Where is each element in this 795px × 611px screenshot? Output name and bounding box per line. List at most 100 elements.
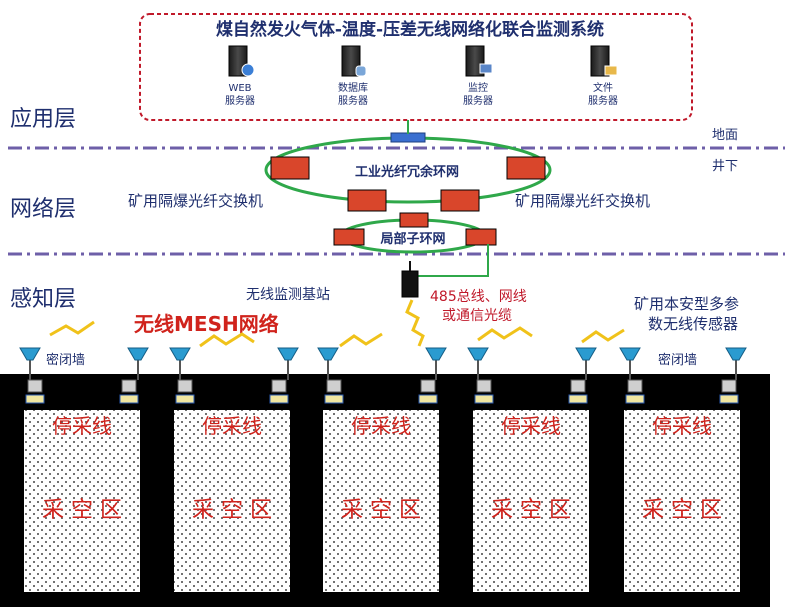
server-file-role: 服务器 bbox=[588, 94, 618, 107]
bus-label-line1: 485总线、网线 bbox=[430, 289, 527, 305]
switch-label-left: 矿用隔爆光纤交换机 bbox=[128, 192, 263, 210]
mesh-links bbox=[49, 320, 625, 348]
server-file: 文件 服务器 bbox=[588, 45, 618, 107]
seal-base-icon bbox=[418, 394, 438, 404]
server-web-role: 服务器 bbox=[225, 94, 255, 107]
switch-ring-left bbox=[270, 156, 310, 180]
layer-network: 网络层 bbox=[10, 197, 76, 222]
switch-mid-right bbox=[440, 189, 480, 212]
application-frame bbox=[139, 13, 693, 121]
wireless-sensor bbox=[317, 347, 339, 380]
local-ring-label: 局部子环网 bbox=[380, 231, 445, 247]
seal-base-icon bbox=[324, 394, 344, 404]
bus-label-line2: 或通信光缆 bbox=[442, 308, 512, 324]
layer-perception: 感知层 bbox=[10, 287, 76, 312]
goaf-label: 采 空 区 bbox=[642, 498, 722, 523]
goaf-label: 采 空 区 bbox=[192, 498, 272, 523]
stop-line-label: 停采线 bbox=[501, 414, 561, 438]
wireless-sensor bbox=[277, 347, 299, 380]
layer-application: 应用层 bbox=[10, 107, 76, 132]
sensor-icon bbox=[277, 347, 299, 361]
seal-wall-icon bbox=[271, 379, 287, 393]
seal-base-icon bbox=[269, 394, 289, 404]
seal-label-right: 密闭墙 bbox=[658, 352, 697, 368]
seal-wall-icon bbox=[121, 379, 137, 393]
wireless-sensor bbox=[725, 347, 747, 380]
database-cylinder-icon bbox=[355, 65, 367, 77]
goaf-area bbox=[473, 410, 589, 592]
ring-label: 工业光纤冗余环网 bbox=[355, 164, 459, 180]
switch-local-left bbox=[333, 228, 365, 246]
switch-local-top bbox=[399, 212, 429, 228]
station-label: 无线监测基站 bbox=[246, 286, 330, 303]
seal-wall-icon bbox=[721, 379, 737, 393]
mesh-link bbox=[477, 326, 533, 342]
stop-line-label: 停采线 bbox=[652, 414, 712, 438]
surface-label: 地面 bbox=[712, 128, 738, 143]
seal-wall-icon bbox=[627, 379, 643, 393]
server-monitor: 监控 服务器 bbox=[463, 45, 493, 107]
station-link-line bbox=[418, 244, 489, 277]
wireless-sensor bbox=[467, 347, 489, 380]
stop-line-label: 停采线 bbox=[202, 414, 262, 438]
goaf-area bbox=[323, 410, 439, 592]
core-switch-icon bbox=[390, 132, 426, 143]
sensor-icon bbox=[317, 347, 339, 361]
sensor-label-line1: 矿用本安型多参 bbox=[634, 295, 739, 313]
sensor-icon bbox=[725, 347, 747, 361]
sensor-icon bbox=[575, 347, 597, 361]
seal-wall-icon bbox=[420, 379, 436, 393]
seal-label-left: 密闭墙 bbox=[46, 352, 85, 368]
seal-wall-icon bbox=[177, 379, 193, 393]
server-database-name: 数据库 bbox=[338, 81, 368, 94]
seal-base-icon bbox=[625, 394, 645, 404]
wireless-zigzag-station bbox=[405, 299, 425, 347]
mesh-link bbox=[581, 328, 625, 344]
server-database: 数据库 服务器 bbox=[338, 45, 368, 107]
wireless-sensor bbox=[575, 347, 597, 380]
folder-icon bbox=[604, 65, 618, 76]
globe-icon bbox=[241, 63, 255, 77]
wireless-sensor bbox=[127, 347, 149, 380]
system-title: 煤自然发火气体-温度-压差无线网络化联合监测系统 bbox=[216, 19, 604, 40]
sensor-icon bbox=[467, 347, 489, 361]
goaf-label: 采 空 区 bbox=[42, 498, 122, 523]
sensor-icon bbox=[19, 347, 41, 361]
underground-label: 井下 bbox=[712, 159, 738, 174]
wireless-sensor bbox=[619, 347, 641, 380]
server-web: WEB 服务器 bbox=[225, 45, 255, 107]
server-monitor-role: 服务器 bbox=[463, 94, 493, 107]
switch-ring-right bbox=[506, 156, 546, 180]
ring-label-box bbox=[334, 163, 480, 180]
base-station bbox=[401, 261, 419, 298]
monitor-screen-icon bbox=[479, 63, 493, 74]
goaf-label: 采 空 区 bbox=[341, 498, 421, 523]
sensor-label-line2: 数无线传感器 bbox=[648, 315, 738, 333]
server-web-name: WEB bbox=[228, 83, 251, 94]
wireless-sensor bbox=[169, 347, 191, 380]
mesh-label: 无线MESH网络 bbox=[134, 312, 279, 336]
sensor-icon bbox=[169, 347, 191, 361]
base-station-icon bbox=[401, 270, 419, 298]
seal-wall-icon bbox=[27, 379, 43, 393]
seal-wall-icon bbox=[476, 379, 492, 393]
seal-base-icon bbox=[474, 394, 494, 404]
wireless-sensor bbox=[425, 347, 447, 380]
server-database-icon bbox=[341, 45, 361, 77]
mesh-link bbox=[339, 332, 383, 348]
seal-wall-icon bbox=[326, 379, 342, 393]
sensor-icon bbox=[127, 347, 149, 361]
stop-line-label: 停采线 bbox=[52, 414, 112, 438]
seal-wall-icon bbox=[570, 379, 586, 393]
wireless-sensor bbox=[19, 347, 41, 380]
server-monitor-name: 监控 bbox=[468, 81, 488, 94]
server-file-name: 文件 bbox=[593, 81, 613, 94]
sensor-icon bbox=[619, 347, 641, 361]
sensor-icon bbox=[425, 347, 447, 361]
seal-base-icon bbox=[719, 394, 739, 404]
